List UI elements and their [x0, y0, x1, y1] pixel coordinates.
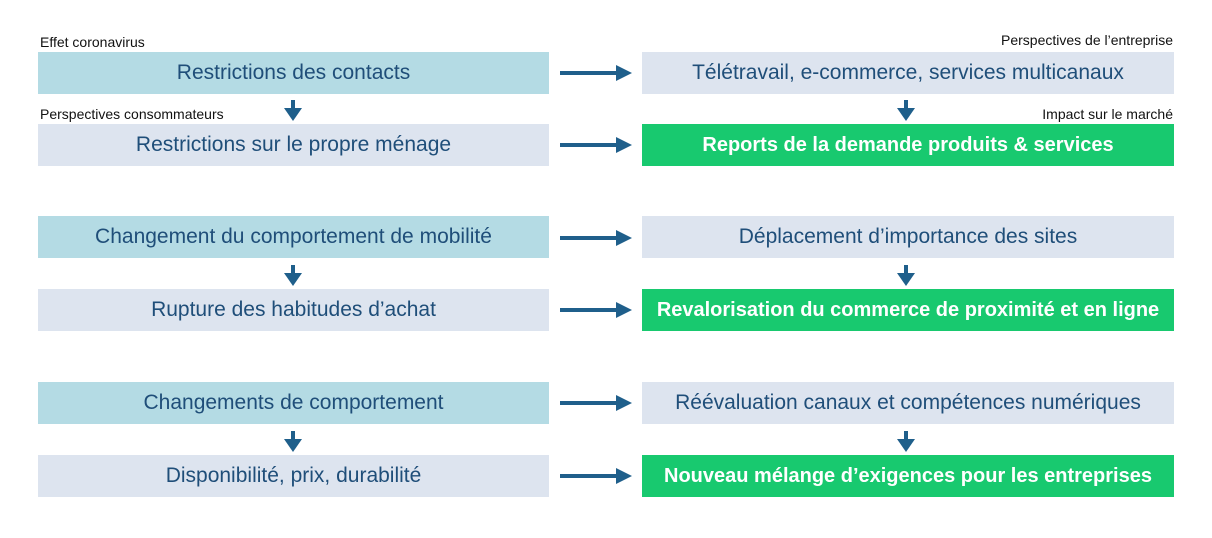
box-nouveau-melange: Nouveau mélange d’exigences pour les ent… — [642, 455, 1174, 497]
right-arrow-icon — [560, 468, 632, 484]
down-arrow-icon — [897, 100, 915, 121]
right-arrow-icon — [560, 137, 632, 153]
box-changement-mobilite: Changement du comportement de mobilité — [38, 216, 549, 258]
right-arrow-icon — [560, 230, 632, 246]
down-arrow-icon — [897, 265, 915, 286]
box-revalorisation-commerce: Revalorisation du commerce de proximité … — [642, 289, 1174, 331]
label-perspectives-consommateurs: Perspectives consommateurs — [40, 106, 224, 122]
down-arrow-icon — [284, 100, 302, 121]
box-reports-demande: Reports de la demande produits & service… — [642, 124, 1174, 166]
right-arrow-icon — [560, 302, 632, 318]
down-arrow-icon — [284, 265, 302, 286]
box-changements-comportement: Changements de comportement — [38, 382, 549, 424]
down-arrow-icon — [897, 431, 915, 452]
box-deplacement-sites: Déplacement d’importance des sites — [642, 216, 1174, 258]
label-effet-coronavirus: Effet coronavirus — [40, 34, 145, 50]
right-arrow-icon — [560, 65, 632, 81]
box-restrictions-contacts: Restrictions des contacts — [38, 52, 549, 94]
box-teletravail: Télétravail, e-commerce, services multic… — [642, 52, 1174, 94]
label-perspectives-entreprise: Perspectives de l’entreprise — [1001, 32, 1173, 48]
box-rupture-habitudes: Rupture des habitudes d’achat — [38, 289, 549, 331]
box-disponibilite-prix: Disponibilité, prix, durabilité — [38, 455, 549, 497]
box-restrictions-menage: Restrictions sur le propre ménage — [38, 124, 549, 166]
label-impact-marche: Impact sur le marché — [1042, 106, 1173, 122]
right-arrow-icon — [560, 395, 632, 411]
down-arrow-icon — [284, 431, 302, 452]
box-reevaluation-canaux: Réévaluation canaux et compétences numér… — [642, 382, 1174, 424]
